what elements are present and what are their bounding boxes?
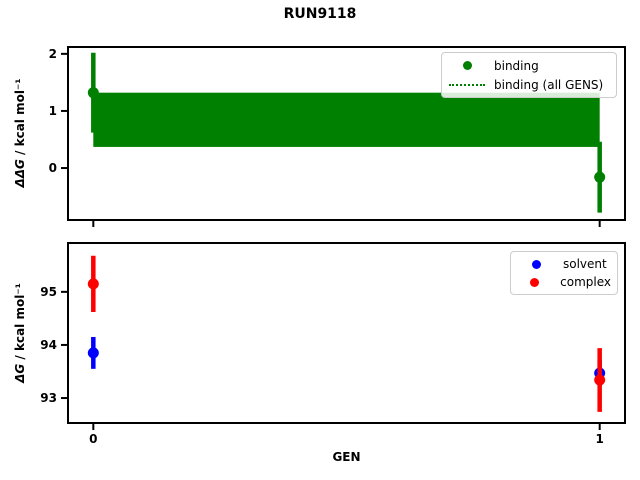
plot-area-bottom xyxy=(87,255,606,412)
legend-label: complex xyxy=(560,275,611,289)
y-tick-label: 94 xyxy=(40,337,57,352)
point-solvent xyxy=(87,347,99,359)
y-tick-label: 93 xyxy=(40,391,57,406)
y-tick-label: 2 xyxy=(48,46,57,61)
legend-label: binding xyxy=(494,58,539,73)
legend-item-complex: complex xyxy=(515,273,611,291)
top-y-axis-label: ΔΔG / kcal mol⁻¹ xyxy=(13,78,27,187)
bottom-ylabel-math: ΔG xyxy=(13,363,27,383)
bottom-y-axis-label: ΔG / kcal mol⁻¹ xyxy=(13,283,27,383)
point-complex xyxy=(594,374,606,386)
binding-marker-icon xyxy=(446,61,488,70)
x-tick-label: 1 xyxy=(595,432,604,446)
y-tick-label: 95 xyxy=(40,284,57,299)
legend-item-binding: binding xyxy=(446,56,610,75)
solvent-marker-icon xyxy=(515,259,557,269)
axes-frame-top xyxy=(67,46,626,221)
top-ylabel-units: / kcal mol⁻¹ xyxy=(13,78,27,160)
figure-title: RUN9118 xyxy=(283,6,357,22)
legend-label: solvent xyxy=(563,257,607,271)
complex-marker-icon xyxy=(515,277,554,287)
y-tick-label: 0 xyxy=(48,161,57,176)
bottom-ylabel-units: / kcal mol⁻¹ xyxy=(13,283,27,364)
band-binding-all-gens xyxy=(93,92,600,147)
dotted-line-icon xyxy=(446,83,488,86)
axes-frame-bottom xyxy=(67,242,626,424)
x-axis-label: GEN xyxy=(332,450,361,464)
legend-label: binding (all GENS) xyxy=(494,77,604,92)
y-tick-label: 1 xyxy=(48,103,57,118)
top-legend: binding binding (all GENS) xyxy=(441,52,617,98)
plot-area-top xyxy=(87,52,606,213)
legend-item-solvent: solvent xyxy=(515,255,611,273)
point-complex xyxy=(87,278,99,290)
x-tick-label: 0 xyxy=(89,432,98,446)
legend-item-binding-all-gens: binding (all GENS) xyxy=(446,75,610,94)
point-binding xyxy=(594,171,606,183)
top-ylabel-math: ΔΔG xyxy=(13,159,27,188)
bottom-legend: solvent complex xyxy=(510,251,618,295)
